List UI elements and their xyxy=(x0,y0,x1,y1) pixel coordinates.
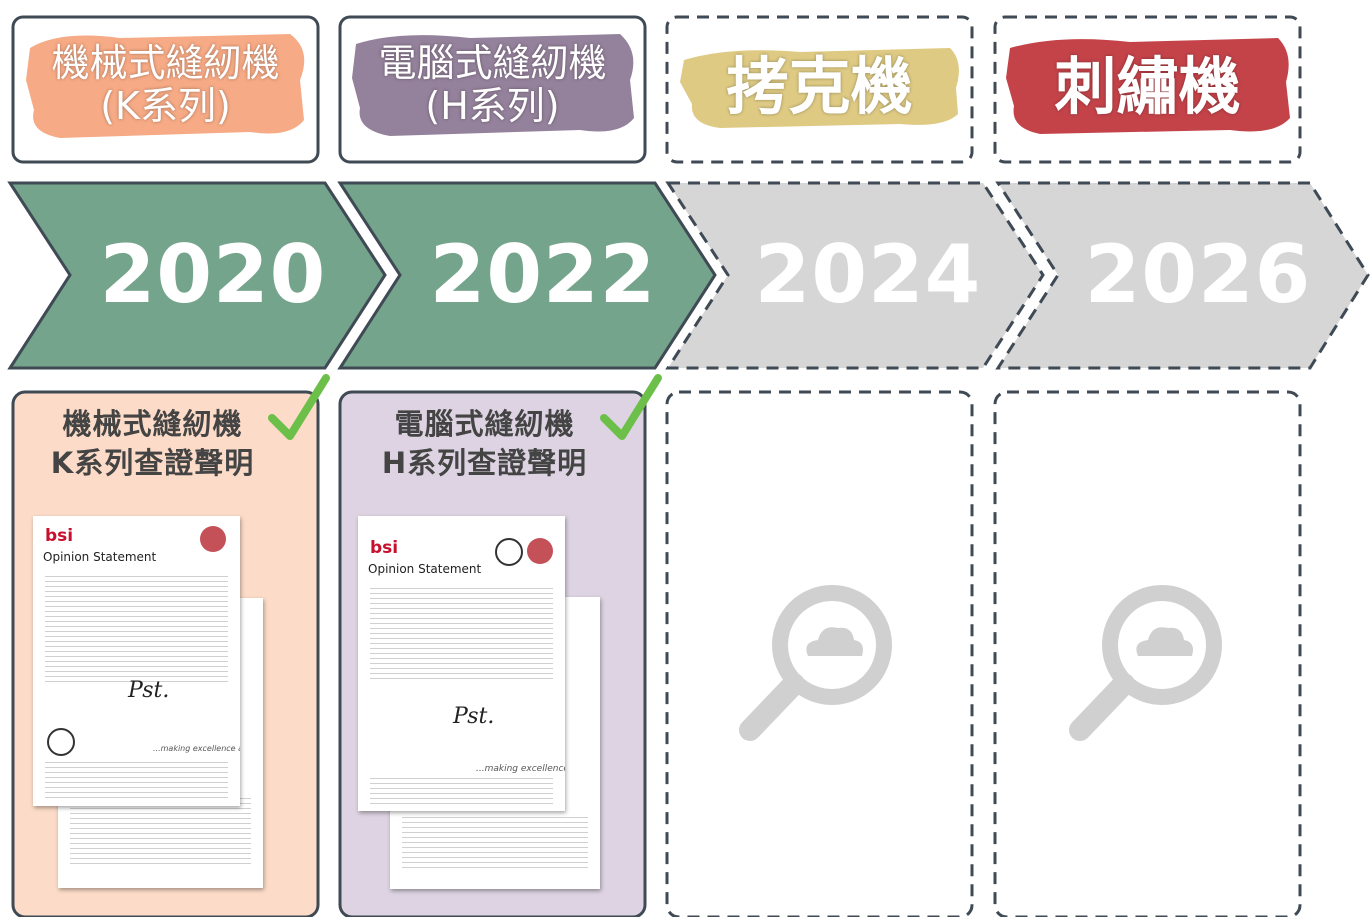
year-2020: 2020 xyxy=(99,228,327,321)
certificate-tagline: ...making excellence a habit. xyxy=(153,744,240,753)
statement-heading-h: 電腦式縫紉機 H系列查證聲明 xyxy=(352,405,617,483)
bsi-logo: bsi xyxy=(370,538,399,558)
category-series: (K系列) xyxy=(100,83,231,128)
certificate-document-k: bsi Opinion Statement Pst. ...making exc… xyxy=(33,516,240,806)
category-label-embroidery: 刺繡機 xyxy=(995,50,1300,123)
statement-line2: H系列查證聲明 xyxy=(381,446,588,481)
chevron-2024 xyxy=(665,181,1045,370)
category-name: 刺繡機 xyxy=(1054,50,1241,123)
chevron-2026 xyxy=(995,181,1370,370)
brush-stroke-overlock xyxy=(680,48,959,128)
brush-stroke-k xyxy=(26,34,305,138)
chevron-2020 xyxy=(7,181,387,370)
badge-icon xyxy=(495,538,523,566)
category-label-h: 電腦式縫紉機 (H系列) xyxy=(340,42,645,127)
category-name: 機械式縫紉機 xyxy=(51,41,280,85)
year-2026: 2026 xyxy=(1084,228,1312,321)
category-label-overlock: 拷克機 xyxy=(667,50,972,123)
bsi-logo: bsi xyxy=(45,526,74,546)
certificate-title: Opinion Statement xyxy=(43,550,157,564)
seal-icon xyxy=(527,538,553,564)
category-series: (H系列) xyxy=(425,83,560,128)
certificate-document-h: bsi Opinion Statement Pst. ...making exc… xyxy=(358,516,565,811)
category-name: 電腦式縫紉機 xyxy=(378,41,607,85)
chevron-2022 xyxy=(337,181,717,370)
brush-stroke-h xyxy=(352,34,634,136)
statement-heading-k: 機械式縫紉機 K系列查證聲明 xyxy=(20,405,285,483)
statement-line1: 電腦式縫紉機 xyxy=(394,407,575,441)
certificate-tagline: ...making excellence a habit. xyxy=(476,764,565,774)
statement-line2: K系列查證聲明 xyxy=(50,446,255,481)
brush-stroke-embroidery xyxy=(1006,38,1290,134)
year-2022: 2022 xyxy=(429,228,657,321)
category-label-k: 機械式縫紉機 (K系列) xyxy=(13,42,318,127)
seal-icon xyxy=(200,526,226,552)
certificate-title: Opinion Statement xyxy=(368,562,482,576)
signature-image: Pst. xyxy=(453,704,495,729)
checkmark-icon xyxy=(600,374,662,440)
year-2024: 2024 xyxy=(754,228,982,321)
signature-image: Pst. xyxy=(128,678,170,703)
magnifier-cloud-icon xyxy=(739,585,892,741)
badge-icon xyxy=(47,728,75,756)
magnifier-cloud-icon xyxy=(1069,585,1222,741)
statement-line1: 機械式縫紉機 xyxy=(62,407,243,441)
category-name: 拷克機 xyxy=(726,50,913,123)
checkmark-icon xyxy=(268,374,330,440)
